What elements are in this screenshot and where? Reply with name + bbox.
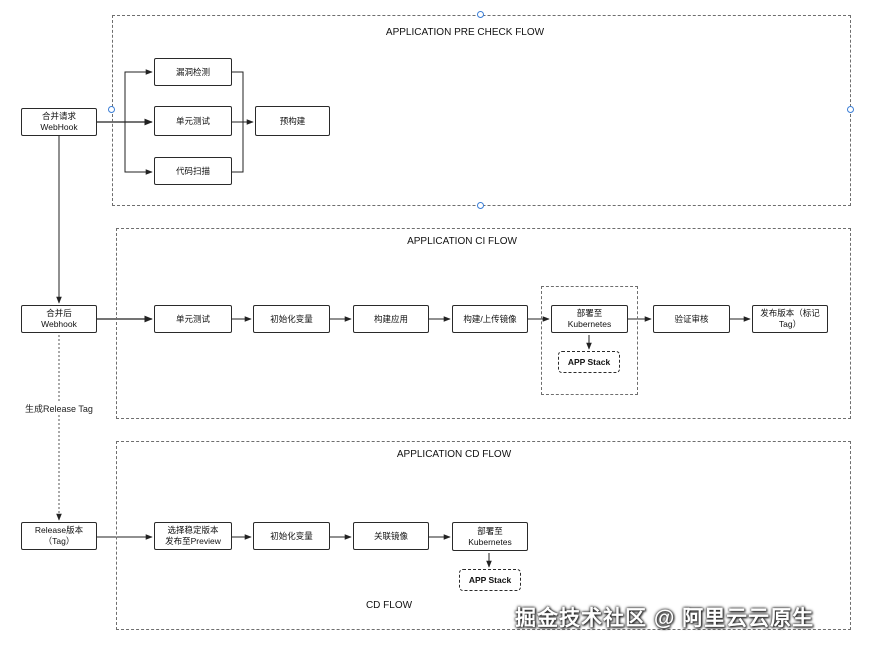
build-push-image-node[interactable]: 构建/上传镜像 — [452, 305, 528, 333]
code-scan-node[interactable]: 代码扫描 — [154, 157, 232, 185]
edge-merge-to-vuln-scan — [124, 69, 153, 122]
watermark-text: 掘金技术社区 @ 阿里云云原生 — [515, 607, 815, 630]
app-stack-ci-node[interactable]: APP Stack — [558, 351, 620, 373]
init-vars-cd-node[interactable]: 初始化变量 — [253, 522, 330, 550]
release-tag-node[interactable]: 发布版本（标记 Tag） — [752, 305, 828, 333]
deploy-k8s-ci-node[interactable]: 部署至 Kubernetes — [551, 305, 628, 333]
deploy-group-frame — [541, 286, 638, 395]
ci-frame — [116, 228, 851, 419]
selection-handle[interactable] — [477, 11, 484, 18]
unit-test-ci-node[interactable]: 单元测试 — [154, 305, 232, 333]
select-stable-node[interactable]: 选择稳定版本 发布至Preview — [154, 522, 232, 550]
vuln-scan-node[interactable]: 漏洞检测 — [154, 58, 232, 86]
cd-footer-title: CD FLOW — [365, 600, 413, 611]
release-version-node[interactable]: Release版本 （Tag） — [21, 522, 97, 550]
selection-handle[interactable] — [108, 106, 115, 113]
after-merge-node[interactable]: 合并后 Webhook — [21, 305, 97, 333]
pre-check-title: APPLICATION PRE CHECK FLOW — [385, 27, 545, 38]
app-stack-cd-node[interactable]: APP Stack — [459, 569, 521, 591]
cd-frame — [116, 441, 851, 630]
build-app-node[interactable]: 构建应用 — [353, 305, 429, 333]
edge-merge-to-code-scan — [124, 122, 153, 175]
generate-tag-label: 生成Release Tag — [24, 402, 94, 415]
cd-title: APPLICATION CD FLOW — [396, 449, 512, 460]
prebuild-node[interactable]: 预构建 — [255, 106, 330, 136]
init-vars-ci-node[interactable]: 初始化变量 — [253, 305, 330, 333]
merge-request-node[interactable]: 合并请求 WebHook — [21, 108, 97, 136]
verify-review-node[interactable]: 验证审核 — [653, 305, 730, 333]
link-image-node[interactable]: 关联镜像 — [353, 522, 429, 550]
selection-handle[interactable] — [847, 106, 854, 113]
ci-title: APPLICATION CI FLOW — [407, 236, 517, 247]
selection-handle[interactable] — [477, 202, 484, 209]
deploy-k8s-cd-node[interactable]: 部署至 Kubernetes — [452, 522, 528, 551]
unit-test-pre-node[interactable]: 单元测试 — [154, 106, 232, 136]
